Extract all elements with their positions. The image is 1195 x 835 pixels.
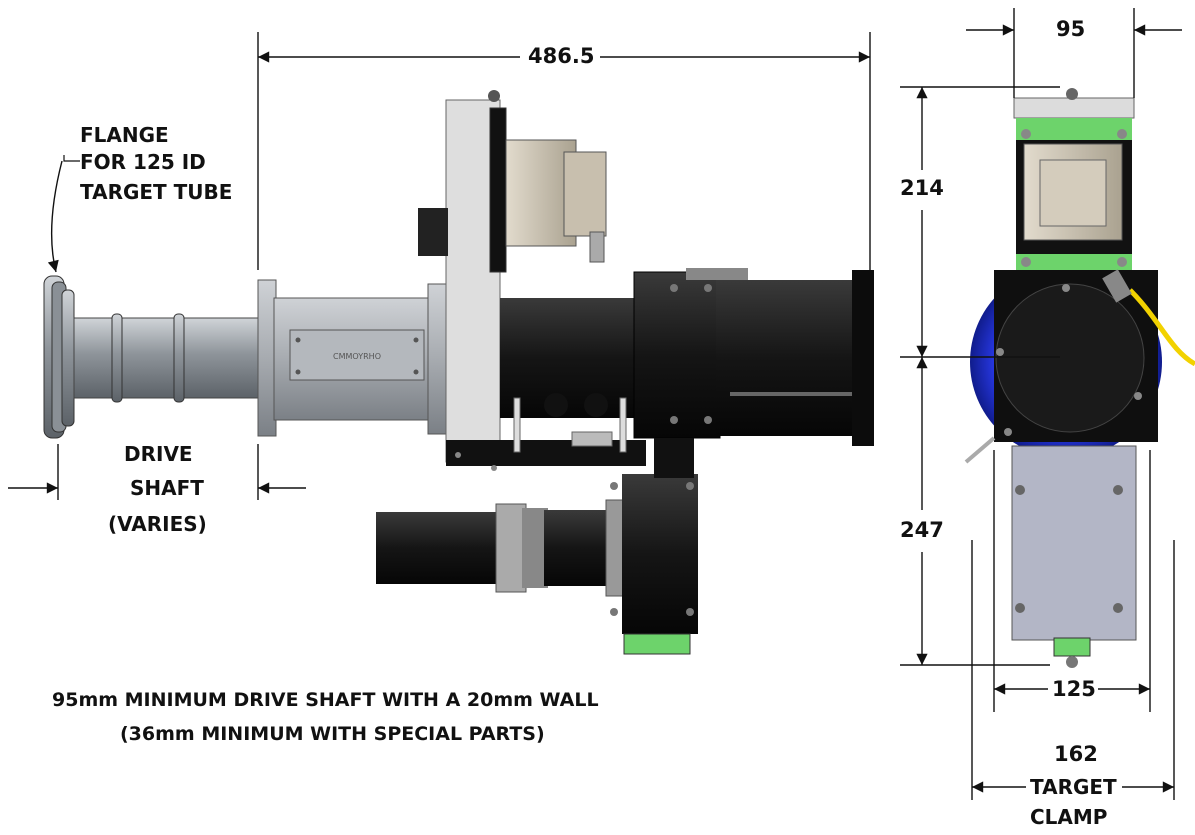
gray-housing-part: CMMOYRHO xyxy=(257,279,447,437)
dim-upper-height: 214 xyxy=(900,176,944,200)
connectors-part xyxy=(513,393,627,453)
flange-label-line2: FOR 125 ID xyxy=(80,150,206,174)
bracket-plate-part xyxy=(445,90,646,471)
dim-overall-length: 486.5 xyxy=(528,44,595,68)
black-cylinder-part xyxy=(500,298,640,418)
dim-side-width-top: 95 xyxy=(1056,17,1086,41)
dimension-lines xyxy=(8,8,1182,800)
flange-label-line3: TARGET TUBE xyxy=(80,180,233,204)
dim-clamp-width: 162 xyxy=(1054,742,1098,766)
drive-shaft-part xyxy=(73,313,261,403)
flange-label-line1: FLANGE xyxy=(80,123,169,147)
nameplate-text: CMMOYRHO xyxy=(333,352,381,361)
target-clamp-label-line2: CLAMP xyxy=(1030,805,1108,829)
lower-motor-part xyxy=(376,438,698,655)
note-line-2: (36mm MINIMUM WITH SPECIAL PARTS) xyxy=(120,723,545,745)
dim-bottom-width: 125 xyxy=(1052,677,1096,701)
flange-part xyxy=(43,275,75,439)
end-view-assembly xyxy=(964,88,1195,668)
gearbox-part xyxy=(633,268,874,446)
upper-motor-part xyxy=(418,139,607,263)
drive-shaft-label-line3: (VARIES) xyxy=(108,512,207,536)
note-line-1: 95mm MINIMUM DRIVE SHAFT WITH A 20mm WAL… xyxy=(52,689,599,711)
dim-lower-height: 247 xyxy=(900,518,944,542)
drive-shaft-label-line1: DRIVE xyxy=(124,442,193,466)
drive-shaft-label-line2: SHAFT xyxy=(130,476,204,500)
side-view-assembly: CMMOYRHO xyxy=(43,90,874,655)
target-clamp-label-line1: TARGET xyxy=(1026,775,1121,799)
